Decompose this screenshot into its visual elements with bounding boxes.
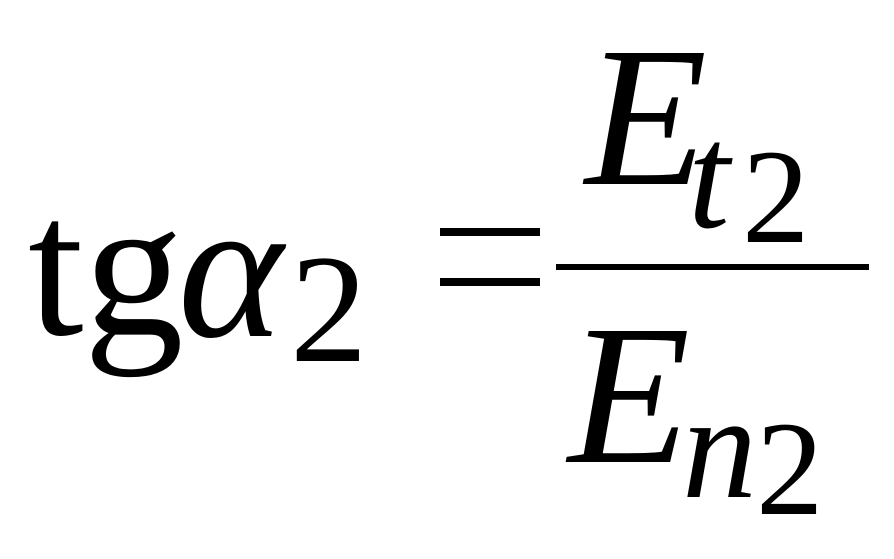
alpha-symbol: α: [178, 159, 283, 380]
equals-bar-top: [440, 228, 540, 236]
numerator-subscript: t: [688, 94, 730, 260]
denominator-base: E: [568, 285, 691, 506]
denominator-subscript: n: [682, 364, 757, 530]
alpha-subscript: 2: [290, 223, 368, 395]
numerator-sub-subscript: 2: [742, 123, 810, 272]
numerator-base: E: [585, 7, 708, 228]
equals-sign: [440, 228, 540, 286]
denominator-sub-subscript: 2: [756, 395, 824, 544]
equals-bar-bottom: [440, 278, 540, 286]
fraction-bar: [556, 264, 869, 270]
function-name-tg: tg: [28, 157, 184, 378]
